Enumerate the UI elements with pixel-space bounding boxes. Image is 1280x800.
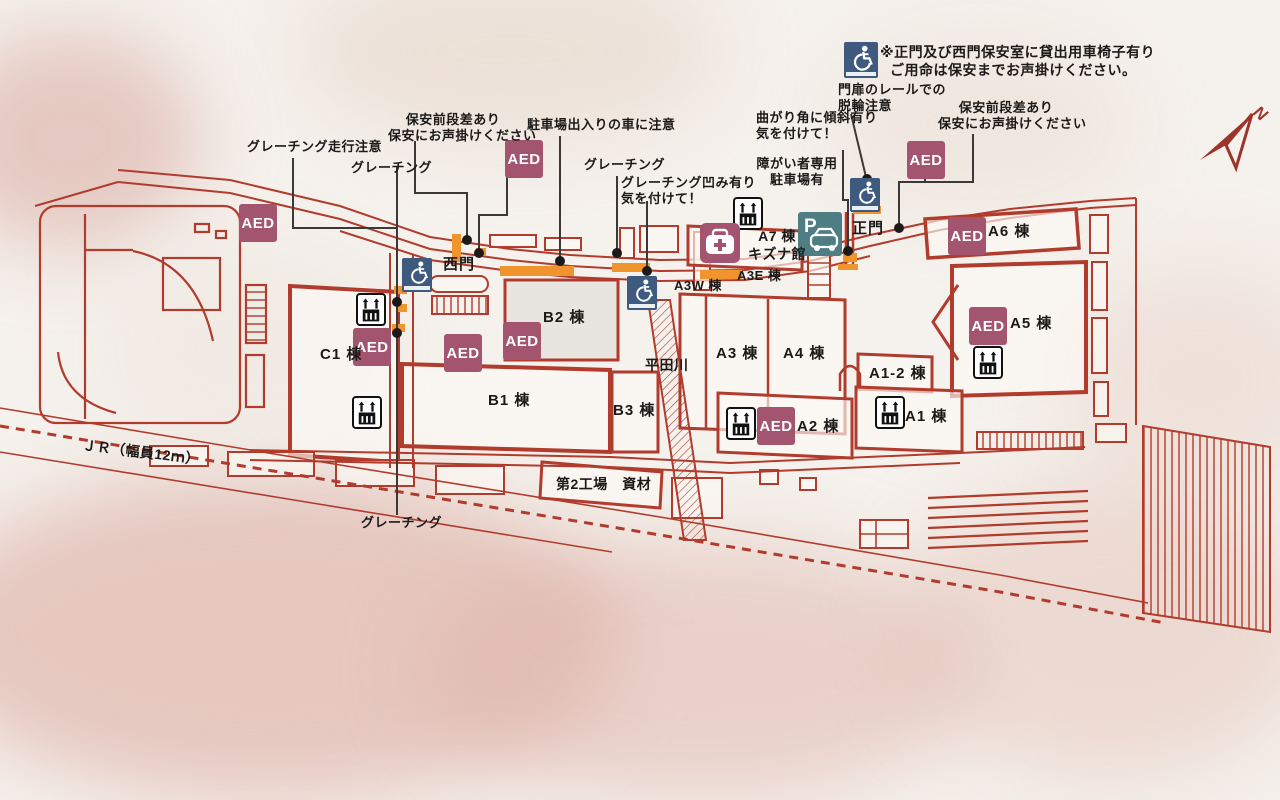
factory-icon	[352, 396, 382, 429]
label-a1: A1 棟	[905, 408, 948, 425]
factory-icon	[726, 407, 756, 440]
note-grating-mid: グレーチング	[584, 157, 666, 172]
label-a2: A2 棟	[797, 418, 840, 435]
wheelchair-notice: ※正門及び西門保安室に貸出用車椅子有り ご用命は保安までお声掛けください。	[880, 44, 1156, 78]
parking-icon: P	[798, 212, 842, 256]
note-step-west: 保安前段差あり保安にお声掛けください	[388, 112, 537, 144]
note-grating-top: グレーチング	[351, 160, 433, 175]
aed-marker: AED	[503, 322, 541, 360]
wheelchair-icon	[627, 276, 657, 310]
note-grating-bottom: グレーチング	[361, 515, 443, 530]
note-gate-rail: 門扉のレールでの脱輪注意	[838, 82, 947, 114]
label-main-gate: 正門	[852, 220, 885, 237]
aed-marker: AED	[757, 407, 795, 445]
note-step-main: 保安前段差あり保安にお声掛けください	[938, 100, 1087, 132]
wheelchair-icon	[402, 258, 432, 292]
note-parking-caution: 駐車場出入りの車に注意	[527, 117, 676, 132]
aed-marker: AED	[948, 217, 986, 255]
wheelchair-icon	[844, 42, 878, 78]
label-b3: B3 棟	[613, 402, 656, 419]
label-a7-kizuna: A7 棟キズナ館	[748, 228, 806, 262]
aed-marker: AED	[907, 141, 945, 179]
note-grating-warning: グレーチング走行注意	[247, 139, 383, 154]
label-a3: A3 棟	[716, 345, 759, 362]
label-b1: B1 棟	[488, 392, 531, 409]
note-slope: 曲がり角に傾斜有り気を付けて！	[756, 110, 878, 142]
leader-lines	[292, 113, 974, 515]
wheelchair-icon	[850, 178, 880, 212]
label-c1: C1 棟	[320, 346, 363, 363]
compass-north-icon: N	[1200, 102, 1272, 173]
railway-jr	[0, 407, 1166, 625]
river-hirata	[646, 299, 708, 541]
label-river: 平田川	[645, 357, 689, 373]
svg-text:P: P	[804, 216, 817, 237]
label-a5: A5 棟	[1010, 315, 1053, 332]
factory-icon	[356, 293, 386, 326]
aed-marker: AED	[444, 334, 482, 372]
label-a3e: A3E 棟	[737, 268, 782, 283]
parking-areas	[927, 424, 1271, 634]
label-b2: B2 棟	[543, 309, 586, 326]
first-aid-icon	[700, 223, 740, 263]
factory-icon	[875, 396, 905, 429]
note-grating-dent: グレーチング凹み有り気を付けて！	[621, 175, 757, 207]
label-factory2: 第2工場 資材	[556, 476, 652, 492]
aed-marker: AED	[969, 307, 1007, 345]
label-a6: A6 棟	[988, 223, 1031, 240]
svg-text:N: N	[1250, 102, 1272, 125]
note-disabled-parking: 障がい者専用駐車場有	[756, 156, 838, 188]
site-map-linework	[0, 113, 1271, 634]
label-west-gate: 西門	[443, 256, 476, 273]
aed-marker: AED	[239, 204, 277, 242]
label-a12: A1-2 棟	[869, 365, 927, 382]
factory-icon	[973, 346, 1003, 379]
label-a4: A4 棟	[783, 345, 826, 362]
aed-marker: AED	[353, 328, 391, 366]
label-a3w: A3W 棟	[674, 278, 723, 293]
ball-field	[38, 204, 268, 425]
aed-marker: AED	[505, 140, 543, 178]
